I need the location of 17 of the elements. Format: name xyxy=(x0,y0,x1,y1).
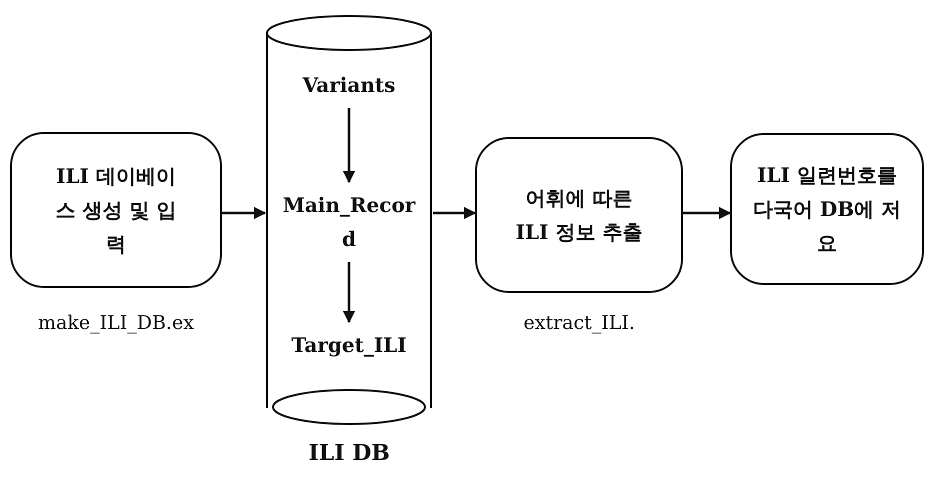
database-label: ILI DB xyxy=(308,440,390,466)
arrow xyxy=(683,206,732,220)
table-name: Variants xyxy=(302,72,396,99)
arrow xyxy=(342,108,356,184)
file-name-label: extract_ILI. xyxy=(524,312,635,334)
process-box xyxy=(475,137,683,293)
box-text: ILI 데이베이스 생성 및 입력 xyxy=(55,163,177,258)
box-text: 어휘에 따른 ILI 정보 추출 xyxy=(514,185,644,246)
box-text: ILI 일련번호를 다국어 DB에 저요 xyxy=(752,162,902,257)
arrow xyxy=(342,262,356,324)
table-name: Target_ILI xyxy=(291,332,407,359)
process-box xyxy=(10,132,222,288)
process-box xyxy=(730,133,924,285)
arrow xyxy=(433,206,476,220)
arrow xyxy=(222,206,266,220)
table-name: Main_Recor d xyxy=(282,192,416,253)
file-name-label: make_ILI_DB.ex xyxy=(38,312,194,334)
